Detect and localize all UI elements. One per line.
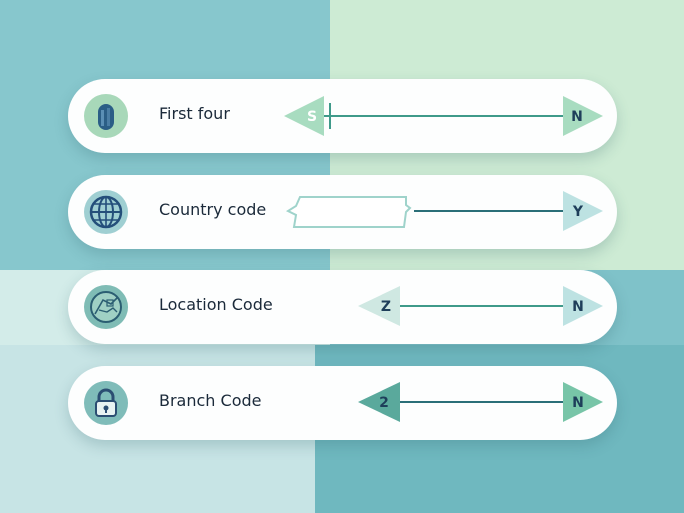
left-marker: Z: [381, 299, 391, 315]
row-label: Branch Code: [159, 391, 262, 410]
range-arrow: S N: [284, 96, 603, 136]
globe-icon: [84, 190, 128, 234]
row-first-four[interactable]: First four S N: [68, 79, 617, 153]
left-marker: 2: [379, 395, 389, 411]
range-arrow: 2 N: [358, 382, 603, 422]
map-icon: [84, 285, 128, 329]
right-marker: N: [572, 299, 584, 315]
range-arrow: Y: [285, 191, 603, 231]
row-label: Location Code: [159, 295, 273, 314]
right-marker: N: [572, 395, 584, 411]
row-branch-code[interactable]: Branch Code 2 N: [68, 366, 617, 440]
row-country-code[interactable]: Country code Y: [68, 175, 617, 249]
padlock-icon: [84, 381, 128, 425]
left-marker: S: [307, 109, 317, 125]
range-arrow: Z N: [358, 286, 603, 326]
bank-card-icon: [84, 94, 128, 138]
row-label: First four: [159, 104, 230, 123]
row-location-code[interactable]: Location Code Z N: [68, 270, 617, 344]
right-marker: Y: [572, 204, 584, 220]
right-marker: N: [571, 109, 583, 125]
row-label: Country code: [159, 200, 267, 219]
